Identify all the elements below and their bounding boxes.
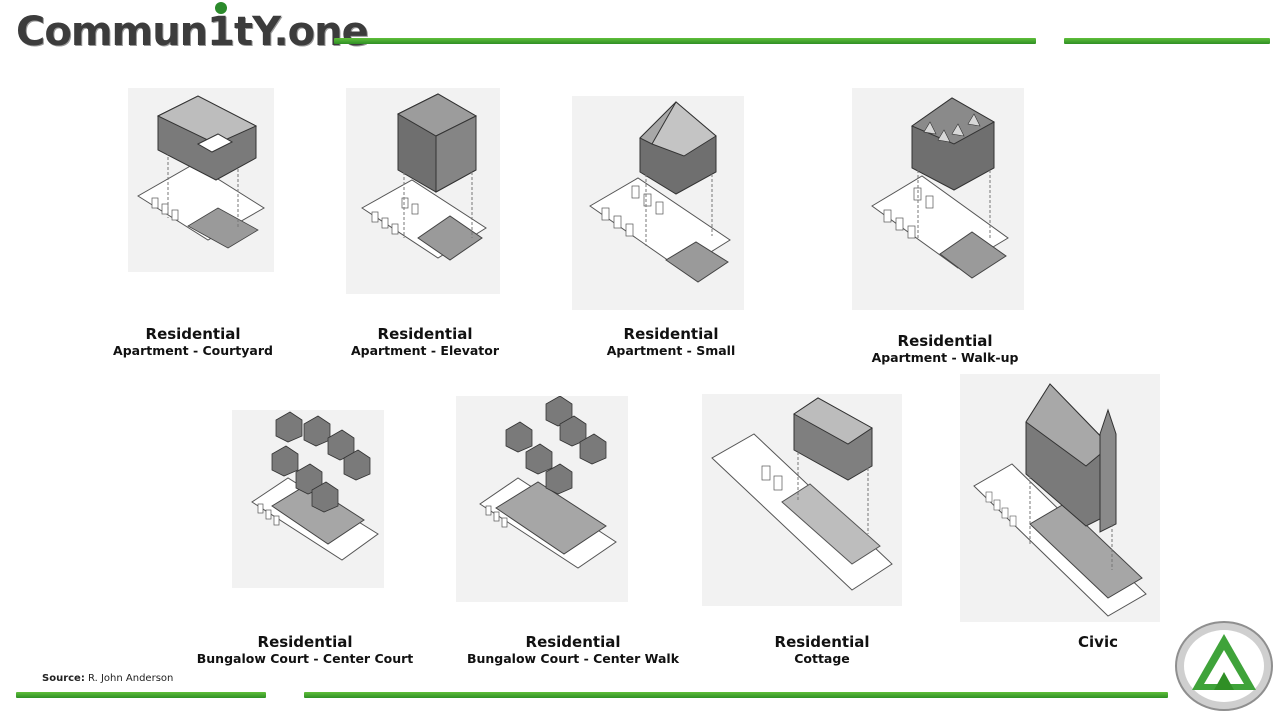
header-bar-short	[1064, 38, 1270, 44]
diagram-civic	[960, 374, 1160, 622]
type-title: Residential	[145, 325, 241, 343]
caption-apartment-walkup: Residential Apartment - Walk-up	[845, 332, 1045, 366]
caption-bungalow-center-court: Residential Bungalow Court - Center Cour…	[180, 633, 430, 667]
type-title: Residential	[774, 633, 870, 651]
type-subtitle: Cottage	[794, 651, 850, 666]
type-subtitle: Bungalow Court - Center Court	[196, 651, 414, 666]
diagram-cottage	[702, 394, 902, 606]
caption-apartment-small: Residential Apartment - Small	[571, 325, 771, 359]
caption-apartment-elevator: Residential Apartment - Elevator	[325, 325, 525, 359]
diagram-apartment-small	[572, 96, 744, 310]
type-title: Residential	[257, 633, 353, 651]
diagram-bungalow-center-walk	[456, 396, 628, 602]
diagram-bungalow-center-court	[232, 410, 384, 588]
caption-civic: Civic	[998, 633, 1198, 651]
community-one-badge-icon	[1174, 620, 1274, 712]
caption-apartment-courtyard: Residential Apartment - Courtyard	[93, 325, 293, 359]
source-credit: Source: R. John Anderson	[42, 673, 173, 684]
source-label: Source:	[42, 673, 85, 684]
type-subtitle: Apartment - Elevator	[350, 343, 500, 358]
footer-bar-long	[304, 692, 1168, 698]
type-title: Residential	[377, 325, 473, 343]
type-title: Residential	[525, 633, 621, 651]
diagram-apartment-courtyard	[128, 88, 274, 272]
caption-bungalow-center-walk: Residential Bungalow Court - Center Walk	[448, 633, 698, 667]
type-subtitle: Apartment - Courtyard	[113, 343, 273, 358]
type-title: Residential	[623, 325, 719, 343]
type-title: Civic	[1078, 633, 1118, 651]
diagram-apartment-walkup	[852, 88, 1024, 310]
type-title: Residential	[897, 332, 993, 350]
caption-cottage: Residential Cottage	[722, 633, 922, 667]
footer-bar-short	[16, 692, 266, 698]
type-subtitle: Apartment - Walk-up	[871, 350, 1019, 365]
type-subtitle: Apartment - Small	[606, 343, 736, 358]
source-value: R. John Anderson	[88, 673, 174, 684]
header-bar-long	[334, 38, 1036, 44]
diagram-apartment-elevator	[346, 88, 500, 294]
type-subtitle: Bungalow Court - Center Walk	[466, 651, 680, 666]
